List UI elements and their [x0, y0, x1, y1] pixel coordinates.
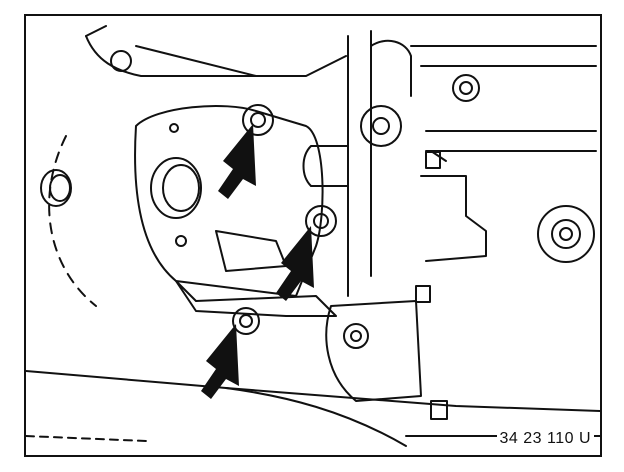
housing-outline [48, 135, 97, 307]
bolt-lower [232, 307, 260, 335]
lower-knuckle-bolt [343, 323, 369, 349]
upper-right-ring [452, 74, 480, 102]
arrow-up-right-icon [201, 324, 239, 399]
small-nut-lower [415, 285, 431, 303]
steering-knuckle [302, 30, 372, 297]
right-bushing [537, 205, 595, 263]
arrow-up-right-icon [218, 124, 256, 199]
small-nut-right [425, 151, 441, 169]
lower-knuckle [325, 300, 422, 402]
knuckle-bolt [360, 105, 402, 147]
bottom-nut [430, 400, 448, 420]
housing-outline-top [85, 25, 257, 77]
caliper-body [134, 105, 324, 297]
diagram-frame: 34 23 110 U [24, 14, 602, 457]
arrow-up-right-icon [276, 226, 314, 301]
control-arm-upper [410, 45, 597, 152]
bolt-upper [242, 104, 274, 136]
figure-reference-code: 34 23 110 U [496, 429, 594, 449]
control-arm-right [420, 175, 487, 262]
mount-hole-lower [175, 235, 187, 247]
brake-assembly-drawing [26, 25, 600, 447]
bolt-middle [305, 205, 337, 237]
upper-bracket-hole [110, 50, 132, 72]
mount-hole-upper [169, 123, 179, 133]
brake-pad [175, 280, 337, 317]
piston-bore [150, 157, 202, 219]
